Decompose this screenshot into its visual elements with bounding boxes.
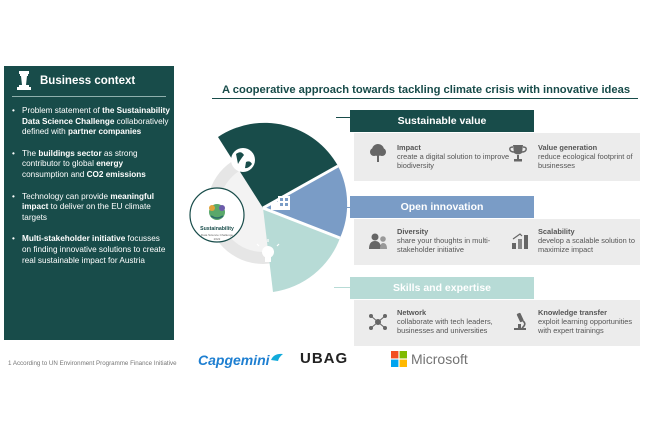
connector-line: [334, 287, 350, 288]
list-item: Multi-stakeholder initiative focusses on…: [12, 234, 170, 266]
capgemini-spade-icon: [271, 353, 283, 361]
business-context-title: Business context: [40, 75, 136, 87]
section-header-skills-expertise: Skills and expertise: [350, 277, 534, 299]
item-text-knowledge-transfer: exploit learning opportunities with expe…: [538, 317, 633, 335]
chess-piece-icon: [17, 71, 31, 90]
microsoft-squares-icon: [391, 351, 407, 367]
item-text-value-generation: reduce ecological footprint of businesse…: [538, 152, 633, 170]
item-text-scalability: develop a scalable solution to maximize …: [538, 236, 635, 254]
section-card-sustainable-value: Impact create a digital solution to impr…: [354, 133, 640, 181]
microsoft-logo: Microsoft: [411, 351, 468, 367]
item-title-knowledge-transfer: Knowledge transfer: [538, 308, 607, 317]
item-title-value-generation: Value generation: [538, 143, 598, 152]
item-text-diversity: share your thoughts in multi-stakeholder…: [397, 236, 491, 254]
list-item: Technology can provide meaningful impact…: [12, 192, 170, 224]
growth-icon: [512, 233, 528, 249]
connector-line: [336, 117, 350, 118]
item-title-network: Network: [397, 308, 427, 317]
item-title-scalability: Scalability: [538, 227, 575, 236]
page-title: A cooperative approach towards tackling …: [222, 84, 631, 96]
segment-open-innovation: [263, 166, 348, 238]
center-logo-subtitle: Data Science Challenge 2022: [200, 233, 234, 241]
globe-icon: [231, 148, 255, 172]
ubag-logo: UBAG: [300, 350, 349, 367]
segment-skills-expertise: [263, 208, 340, 292]
tree-icon: [370, 144, 386, 162]
divider: [12, 96, 166, 97]
section-header-open-innovation: Open innovation: [350, 196, 534, 218]
network-icon: [369, 314, 387, 330]
capgemini-logo: Capgemini: [198, 352, 270, 368]
list-item: The buildings sector as strong contribut…: [12, 149, 170, 181]
section-header-sustainable-value: Sustainable value: [350, 110, 534, 132]
segment-sustainable-value: [218, 122, 338, 208]
item-title-impact: Impact: [397, 143, 421, 152]
list-item: Problem statement of the Sustainability …: [12, 106, 170, 138]
center-logo-title: Sustainability: [200, 226, 234, 232]
people-icon: [369, 233, 387, 249]
microscope-icon: [514, 312, 526, 330]
building-icon: [271, 196, 290, 210]
footnote: 1 According to UN Environment Programme …: [8, 360, 177, 367]
business-context-panel: Business context Problem statement of th…: [4, 66, 174, 340]
item-title-diversity: Diversity: [397, 227, 429, 236]
business-context-header: Business context: [4, 66, 174, 96]
segment-wheel: [189, 122, 348, 292]
lightbulb-icon: [256, 239, 280, 262]
trophy-icon: [509, 145, 527, 162]
section-card-open-innovation: Diversity share your thoughts in multi-s…: [354, 219, 640, 265]
connector-line: [340, 207, 350, 208]
item-text-network: collaborate with tech leaders, businesse…: [397, 317, 493, 335]
item-text-impact: create a digital solution to improve bio…: [397, 152, 510, 170]
title-underline: [212, 98, 638, 99]
business-context-list: Problem statement of the Sustainability …: [12, 106, 170, 277]
section-card-skills-expertise: Network collaborate with tech leaders, b…: [354, 300, 640, 346]
sustainability-logo-icon: [209, 204, 225, 220]
